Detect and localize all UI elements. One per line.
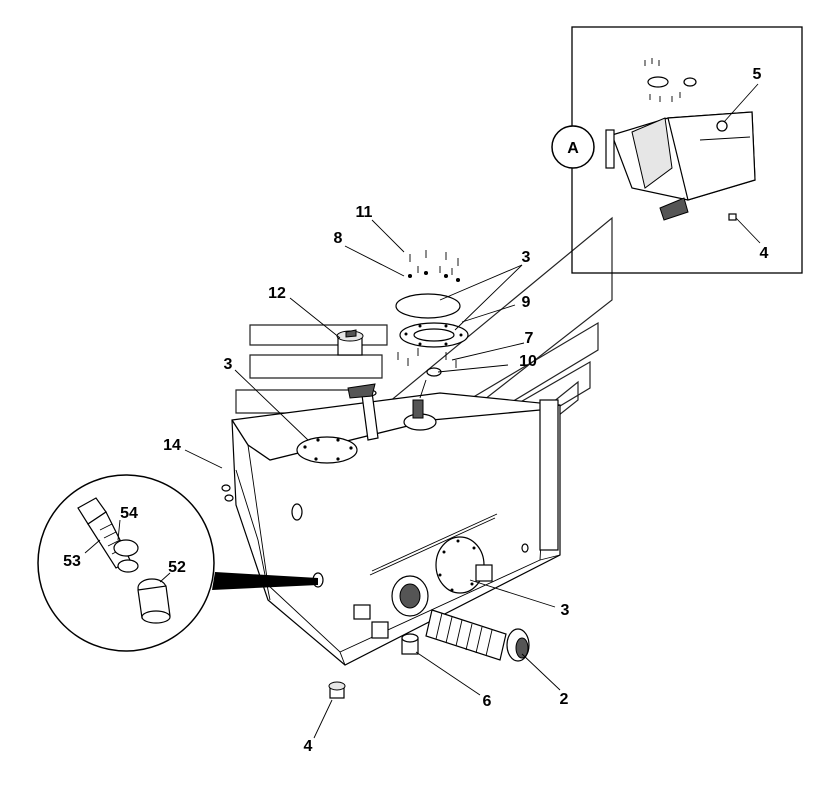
strainer [425,609,530,662]
callout-7: 7 [525,330,534,347]
drain-plug-4 [328,681,346,699]
callout-12: 12 [268,285,286,302]
callout-5: 5 [753,66,762,83]
callout-10: 10 [519,353,537,370]
callout-52: 52 [168,559,186,576]
bolt-detail-circle [37,474,318,652]
top-port [403,367,442,431]
plug-6 [401,633,419,655]
callout-4: 4 [304,738,313,755]
main-tank [221,392,561,666]
callout-3-left: 3 [224,356,233,373]
callout-3-top: 3 [522,249,531,266]
callout-11: 11 [356,204,373,221]
callout-14: 14 [163,437,181,454]
cover-plate-left [296,436,358,464]
callout-54: 54 [120,505,138,522]
callout-labels: 5 4 11 8 3 12 9 7 10 3 14 54 53 52 3 2 6… [63,66,768,755]
callout-2: 2 [560,691,569,708]
callout-3-front: 3 [561,602,570,619]
detail-view-box: A [551,26,803,274]
detail-view-label: A [567,140,579,157]
callout-6: 6 [483,693,492,710]
callout-8: 8 [334,230,343,247]
callout-4-detail: 4 [760,245,769,262]
bolts-top [397,250,461,368]
detail-view-marker [551,125,595,169]
detail-port-5 [716,120,728,132]
gaskets-top [395,293,469,348]
filler-neck [336,329,379,441]
callout-53: 53 [63,553,81,570]
leader-lines [84,83,761,739]
detail-tank [605,58,756,221]
callout-9: 9 [522,294,531,311]
front-ports [353,536,493,639]
